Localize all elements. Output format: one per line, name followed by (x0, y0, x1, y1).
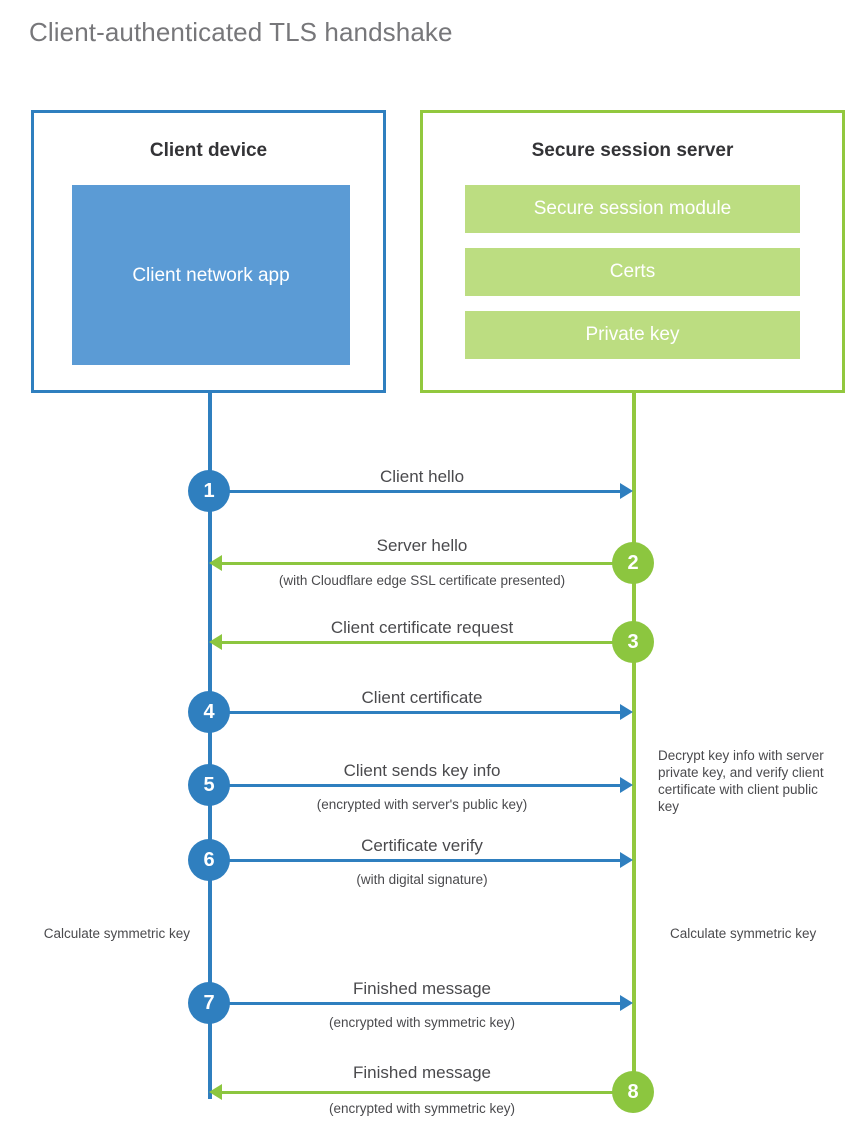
server-lifeline (632, 393, 636, 1093)
step-6-arrow-line (210, 859, 621, 862)
client-device-box: Client device Client network app (31, 110, 386, 393)
step-3-number-badge: 3 (612, 621, 654, 663)
secure-session-server-title: Secure session server (531, 140, 734, 161)
step-1-arrow-head-icon (620, 483, 633, 499)
step-5-label: Client sends key info (343, 761, 501, 780)
step-4-arrow-head-icon (620, 704, 633, 720)
step-4-arrow-line (210, 711, 621, 714)
step-6-arrow-head-icon (620, 852, 633, 868)
client-device-title: Client device (149, 140, 268, 161)
step-2-number-badge: 2 (612, 542, 654, 584)
step-4-label: Client certificate (361, 688, 483, 707)
step-6-number-badge: 6 (188, 839, 230, 881)
step-4-number-badge: 4 (188, 691, 230, 733)
client-network-app-label: Client network app (132, 264, 290, 286)
step-3-arrow-line (221, 641, 634, 644)
step-2-arrow-head-icon (209, 555, 222, 571)
client-network-app-block: Client network app (72, 185, 350, 365)
step-7-arrow-head-icon (620, 995, 633, 1011)
step-6-sublabel: (with digital signature) (356, 872, 488, 887)
step-2-arrow-line (221, 562, 634, 565)
note-calculate-symmetric-key-server: Calculate symmetric key (670, 926, 817, 941)
step-5-arrow-line (210, 784, 621, 787)
step-7-number-badge: 7 (188, 982, 230, 1024)
note-decrypt-key-info: Decrypt key info with server private key… (658, 748, 824, 814)
server-component-label: Private key (585, 324, 680, 345)
server-component-label: Certs (609, 261, 656, 282)
step-8-arrow-head-icon (209, 1084, 222, 1100)
note-calculate-symmetric-key-client: Calculate symmetric key (43, 926, 190, 941)
step-8-arrow-line (221, 1091, 634, 1094)
step-5-sublabel: (encrypted with server's public key) (316, 797, 528, 812)
step-8-sublabel: (encrypted with symmetric key) (328, 1101, 516, 1116)
step-7-label: Finished message (353, 979, 491, 998)
page-title: Client-authenticated TLS handshake (29, 17, 453, 47)
secure-session-server-box: Secure session server Secure session mod… (420, 110, 845, 393)
client-lifeline (208, 393, 212, 1099)
step-3-label: Client certificate request (330, 618, 514, 637)
step-7-arrow-line (210, 1002, 621, 1005)
step-2-sublabel: (with Cloudflare edge SSL certificate pr… (278, 573, 566, 588)
step-1-label: Client hello (379, 467, 465, 486)
step-6-label: Certificate verify (361, 836, 483, 855)
step-7-sublabel: (encrypted with symmetric key) (328, 1015, 516, 1030)
server-component-secure-session-module: Secure session module (465, 185, 800, 233)
step-1-arrow-line (210, 490, 621, 493)
step-8-label: Finished message (353, 1063, 491, 1082)
step-2-label: Server hello (376, 536, 468, 555)
step-5-arrow-head-icon (620, 777, 633, 793)
step-5-number-badge: 5 (188, 764, 230, 806)
server-component-label: Secure session module (533, 198, 732, 219)
server-component-private-key: Private key (465, 311, 800, 359)
step-3-arrow-head-icon (209, 634, 222, 650)
step-1-number-badge: 1 (188, 470, 230, 512)
step-8-number-badge: 8 (612, 1071, 654, 1113)
server-component-certs: Certs (465, 248, 800, 296)
